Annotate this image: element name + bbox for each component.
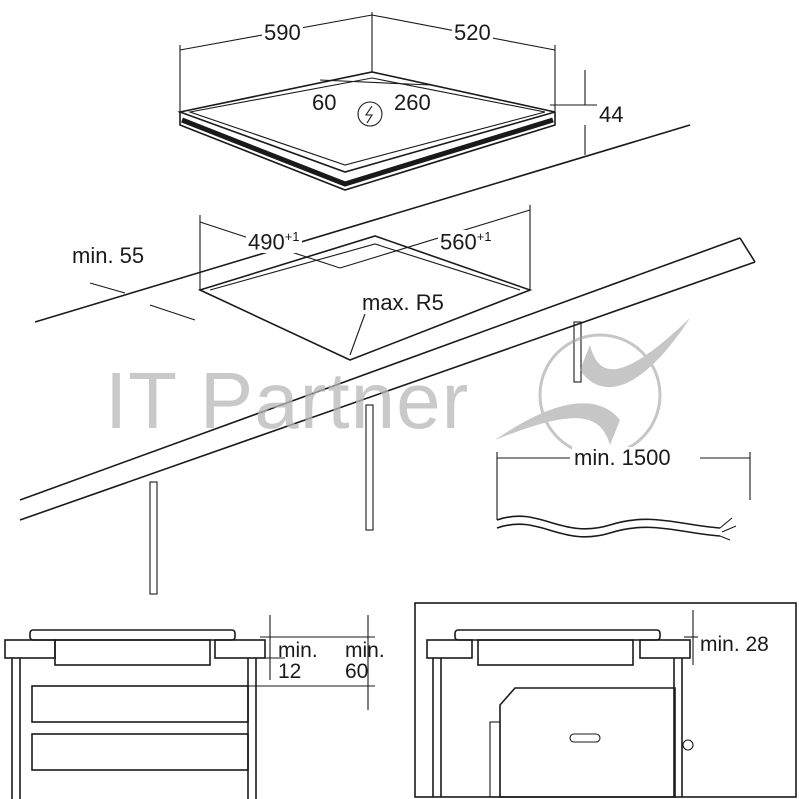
countertop [19,124,756,595]
gap-12-value: 12 [278,660,302,683]
cable-length-label: min. 1500 [572,445,673,470]
section-left [4,615,375,799]
hob-depth-label: 520 [452,20,493,45]
gap-60-value: 60 [345,660,369,683]
section-right [414,602,797,798]
cutout-width-value: 490 [248,229,285,255]
cutout-depth-tolerance: +1 [476,229,492,244]
hob-height-label: 44 [597,102,626,127]
watermark-logo [495,318,690,457]
cable-drawing [496,452,751,541]
hob-width-label: 590 [262,20,303,45]
front-distance-label: min. 55 [70,243,147,268]
hob-drawing [177,12,600,191]
cutout-width-tolerance: +1 [284,229,300,244]
cutout-width-label: 490+1 [246,229,302,255]
cable-offset-right-label: 260 [392,90,433,115]
gap-60-label: min.60 [345,640,385,682]
corner-radius-label: max. R5 [360,290,446,315]
cutout-depth-label: 560+1 [438,229,494,255]
gap-60-prefix: min. [345,639,385,662]
watermark-text: IT Partner [105,356,470,445]
cable-offset-left-label: 60 [310,90,339,115]
gap-28-label: min. 28 [698,633,771,656]
gap-12-label: min.12 [278,640,318,682]
cutout-depth-value: 560 [440,229,477,255]
gap-12-prefix: min. [278,639,318,662]
